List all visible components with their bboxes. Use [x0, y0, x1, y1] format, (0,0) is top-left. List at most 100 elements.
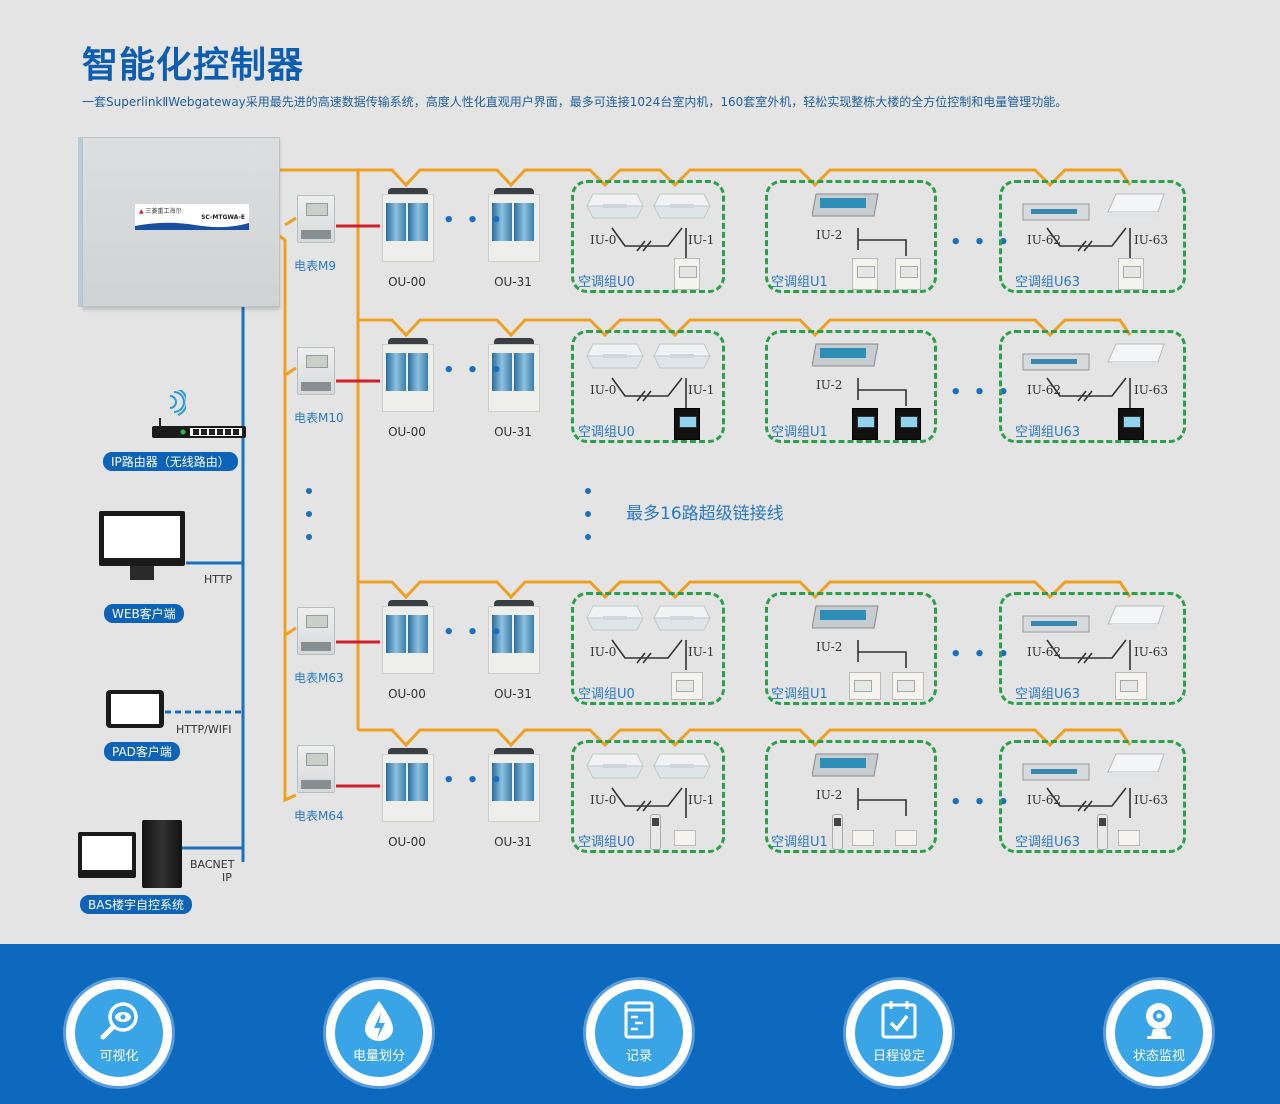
more-outdoor-units-ellipsis: • • •	[443, 360, 506, 381]
pad-client-label: PAD客户端	[104, 742, 180, 761]
bacnet-protocol-label: BACNET	[190, 858, 235, 871]
gateway-nameplate: ▲ 三菱重工海尔 SC-MTGWA-E	[135, 204, 249, 230]
ac-group-u1	[765, 180, 937, 293]
wall-controller-icon	[895, 258, 921, 290]
outdoor-unit-label: OU-31	[494, 835, 532, 849]
ac-group-u0	[571, 180, 725, 293]
brand-name: 三菱重工海尔	[145, 208, 182, 215]
monitor-stand	[130, 566, 154, 580]
indoor-unit-label: IU-0	[590, 645, 617, 659]
tablet-icon	[106, 690, 164, 728]
group-label: 空调组U0	[578, 687, 635, 702]
ellipsis-dot	[585, 511, 591, 517]
one-way-cassette-indoor-unit-icon	[1107, 343, 1165, 368]
ellipsis-dot	[306, 488, 312, 494]
feature-schedule[interactable]: 日程设定	[846, 980, 952, 1086]
bas-monitor-icon	[78, 832, 136, 878]
touch-controller-icon	[1118, 408, 1144, 440]
cassette-indoor-unit-icon	[586, 343, 644, 369]
http-wifi-protocol-label: HTTP/WIFI	[176, 723, 232, 736]
indoor-unit-wiring	[611, 227, 1131, 258]
group-label: 空调组U63	[1015, 425, 1081, 440]
cassette-indoor-unit-icon	[653, 193, 711, 219]
feature-status-monitor[interactable]: 状态监视	[1106, 980, 1212, 1086]
indoor-unit-label: IU-2	[816, 378, 843, 392]
indoor-unit-label: IU-63	[1134, 233, 1168, 247]
page-description: 一套SuperlinkⅡWebgateway采用最先进的高速数据传输系统，高度人…	[82, 95, 1068, 109]
touch-controller-icon	[674, 408, 700, 440]
outdoor-unit-label: OU-00	[388, 425, 426, 439]
receiver-panel-icon	[852, 830, 874, 846]
group-label: 空调组U0	[578, 835, 635, 850]
group-label: 空调组U63	[1015, 275, 1081, 290]
ac-group-u63	[999, 330, 1186, 443]
wifi-router-icon	[152, 418, 246, 438]
feature-energy-allocation[interactable]: 电量划分	[326, 980, 432, 1086]
touch-controller-icon	[852, 408, 878, 440]
group-label: 空调组U1	[771, 687, 828, 702]
group-label: 空调组U63	[1015, 835, 1081, 850]
more-outdoor-units-ellipsis: • • •	[443, 210, 506, 231]
indoor-unit-label: IU-1	[688, 233, 715, 247]
wireless-remote-icon	[832, 814, 843, 850]
outdoor-unit-icon	[382, 338, 434, 412]
indoor-unit-label: IU-63	[1134, 645, 1168, 659]
wired-remote-controller-icon	[849, 672, 881, 700]
ducted-indoor-unit-icon	[812, 193, 879, 217]
indoor-unit-label: IU-63	[1134, 793, 1168, 807]
webcam-icon	[1146, 1003, 1172, 1039]
outdoor-unit-label: OU-31	[494, 425, 532, 439]
http-protocol-label: HTTP	[204, 573, 233, 586]
indoor-unit-label: IU-0	[590, 383, 617, 397]
more-outdoor-units-ellipsis: • • •	[443, 770, 506, 791]
wired-remote-controller-icon	[892, 672, 924, 700]
one-way-cassette-indoor-unit-icon	[1107, 193, 1165, 218]
electric-meter-icon	[297, 745, 335, 793]
group-label: 空调组U0	[578, 275, 635, 290]
more-groups-ellipsis: • • •	[950, 644, 1013, 665]
cassette-indoor-unit-icon	[653, 605, 711, 631]
group-label: 空调组U63	[1015, 687, 1081, 702]
ducted-indoor-unit-icon	[812, 753, 879, 777]
ac-group-u1	[765, 330, 937, 443]
meter-label: 电表M64	[294, 809, 344, 823]
outdoor-unit-icon	[488, 600, 540, 674]
outdoor-unit-icon	[488, 748, 540, 822]
indoor-unit-wiring	[611, 377, 1131, 408]
brand-logo: ▲ 三菱重工海尔	[139, 208, 182, 215]
ducted-indoor-unit-icon	[812, 343, 879, 367]
ellipsis-dot	[306, 534, 312, 540]
ellipsis-dot	[585, 534, 591, 540]
wall-controller-icon	[1118, 258, 1144, 290]
indoor-unit-label: IU-0	[590, 793, 617, 807]
slim-duct-indoor-unit-icon	[1022, 353, 1090, 371]
slim-duct-indoor-unit-icon	[1022, 203, 1090, 221]
ac-group-u63	[999, 592, 1186, 705]
touch-controller-icon	[895, 408, 921, 440]
magnifier-eye-icon	[100, 1002, 138, 1040]
wifi-signal-icon	[169, 390, 186, 416]
feature-label: 日程设定	[872, 1049, 925, 1064]
indoor-unit-label: IU-1	[688, 383, 715, 397]
more-groups-ellipsis: • • •	[950, 792, 1013, 813]
indoor-unit-label: IU-2	[816, 788, 843, 802]
gateway-model: SC-MTGWA-E	[201, 214, 245, 221]
wireless-remote-icon	[650, 814, 661, 850]
more-outdoor-units-ellipsis: • • •	[443, 622, 506, 643]
web-client-monitor-icon	[99, 511, 185, 566]
outdoor-unit-label: OU-31	[494, 687, 532, 701]
group-label: 空调组U0	[578, 425, 635, 440]
one-way-cassette-indoor-unit-icon	[1107, 605, 1165, 630]
bas-system-label: BAS楼宇自控系统	[80, 895, 193, 914]
ip-protocol-label: IP	[222, 871, 232, 884]
feature-records[interactable]: 记录	[586, 980, 692, 1086]
group-label: 空调组U1	[771, 835, 828, 850]
feature-visualization[interactable]: 可视化	[66, 980, 172, 1086]
meter-label: 电表M9	[294, 259, 336, 273]
ducted-indoor-unit-icon	[812, 605, 879, 629]
cassette-indoor-unit-icon	[586, 605, 644, 631]
slim-duct-indoor-unit-icon	[1022, 763, 1090, 781]
outdoor-unit-icon	[488, 338, 540, 412]
feature-label: 电量划分	[352, 1049, 405, 1064]
wall-controller-icon	[852, 258, 878, 290]
